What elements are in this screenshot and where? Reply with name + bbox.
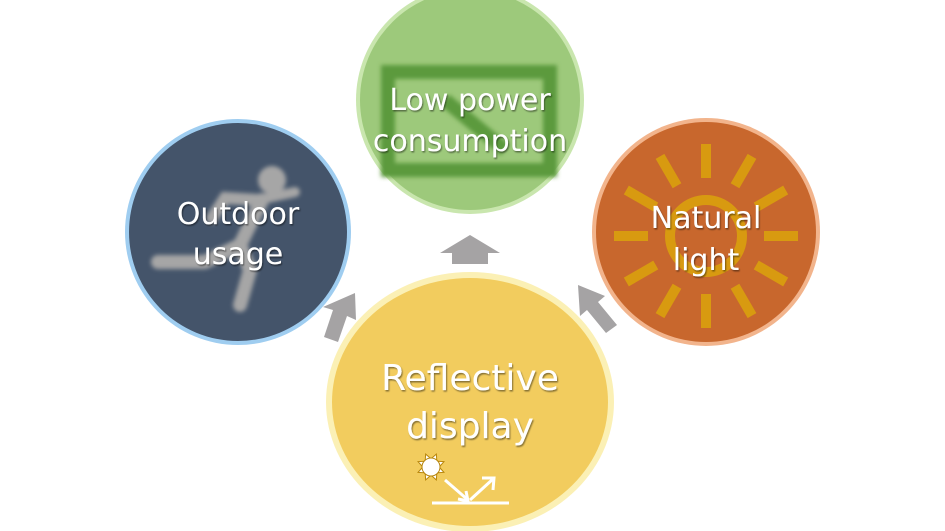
sun-ray xyxy=(730,283,757,319)
node-label-line-2: consumption xyxy=(373,124,567,159)
sun-ray xyxy=(655,153,682,189)
node-outdoor-usage: Outdoor usage xyxy=(125,119,351,345)
sun-ray xyxy=(753,185,789,212)
node-reflective-display: Reflective display xyxy=(326,272,614,531)
node-label-line-2: usage xyxy=(193,237,284,272)
arrow-to-natural-light xyxy=(578,285,617,333)
sun-icon xyxy=(614,144,798,328)
sun-ray xyxy=(655,283,682,319)
node-label-line-1: Reflective xyxy=(381,358,559,399)
incident-arrowhead xyxy=(457,490,470,503)
node-label-line-2: light xyxy=(673,243,740,278)
node-circle xyxy=(332,278,608,526)
node-natural-light: Natural light xyxy=(592,118,820,346)
running-person-icon xyxy=(151,166,300,312)
sun-ray xyxy=(623,260,659,287)
node-label-line-1: Outdoor xyxy=(177,197,300,232)
small-sun-icon xyxy=(417,453,445,481)
sun-reflection-icon xyxy=(417,453,509,505)
sun-ray xyxy=(753,260,789,287)
node-circle xyxy=(360,0,580,210)
sun-ray xyxy=(730,153,757,189)
reflected-ray xyxy=(468,477,495,502)
sun-ray xyxy=(623,185,659,212)
node-circle xyxy=(596,122,816,342)
node-label-line-1: Low power xyxy=(389,83,551,118)
node-low-power-consumption: Low power consumption xyxy=(356,0,584,214)
node-label-line-1: Natural xyxy=(651,201,762,236)
node-circle xyxy=(129,123,347,341)
reflected-arrowhead xyxy=(482,476,496,491)
arrow-to-low-power xyxy=(440,235,500,264)
incident-ray xyxy=(444,478,469,502)
arrow-to-outdoor-usage xyxy=(323,293,356,342)
battery-icon xyxy=(381,65,557,177)
node-label-line-2: display xyxy=(406,406,534,447)
